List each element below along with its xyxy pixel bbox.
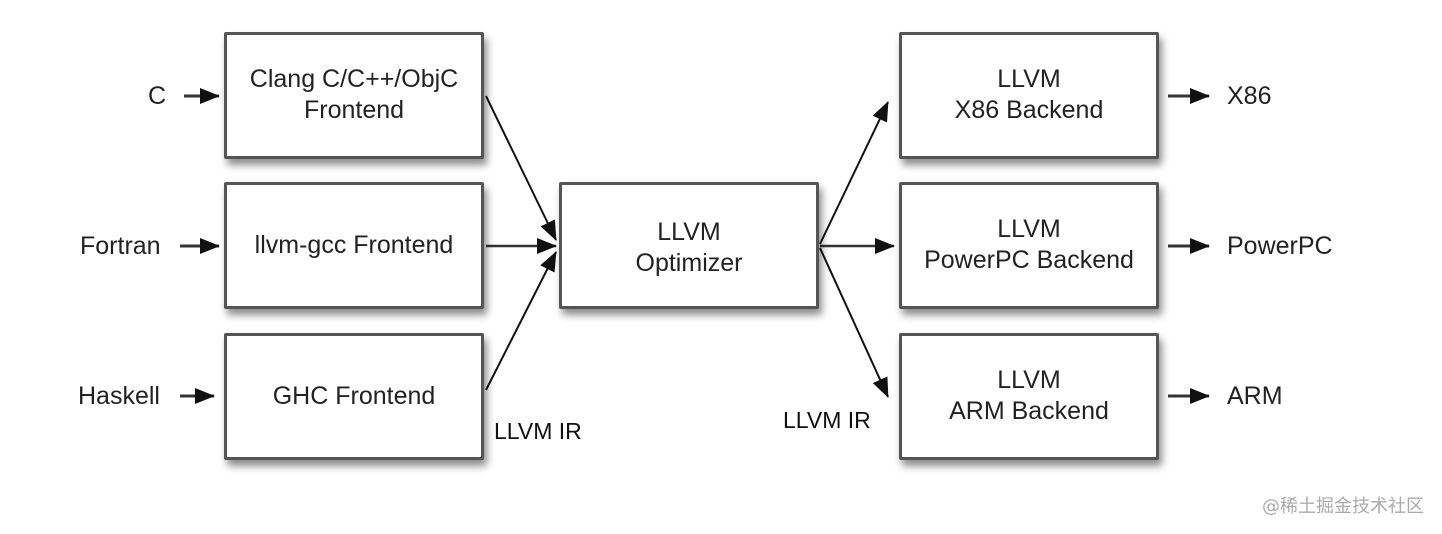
backend-title: LLVM <box>997 65 1061 93</box>
input-label-c: C <box>148 82 167 110</box>
frontend-title: Clang C/C++/ObjC <box>249 65 459 93</box>
backend-title: LLVM <box>997 366 1061 394</box>
backend-subtitle: ARM Backend <box>949 397 1109 425</box>
backend-subtitle: PowerPC Backend <box>924 246 1134 274</box>
output-label-powerpc: PowerPC <box>1227 232 1333 260</box>
frontend-subtitle: Frontend <box>303 96 405 124</box>
backend-box-x86: LLVM X86 Backend <box>899 32 1159 159</box>
output-label-x86: X86 <box>1227 82 1272 110</box>
frontend-title: GHC Frontend <box>272 382 436 410</box>
arrow-ghc-to-optimizer <box>485 251 557 391</box>
input-label-fortran: Fortran <box>80 232 161 260</box>
backend-box-powerpc: LLVM PowerPC Backend <box>899 182 1159 309</box>
optimizer-box: LLVM Optimizer <box>559 182 819 309</box>
watermark: @稀土掘金技术社区 <box>1262 496 1424 517</box>
backend-box-arm: LLVM ARM Backend <box>899 333 1159 460</box>
frontend-box-ghc: GHC Frontend <box>224 333 484 460</box>
optimizer-subtitle: Optimizer <box>635 249 743 277</box>
optimizer-title: LLVM <box>657 218 721 246</box>
input-label-haskell: Haskell <box>78 382 160 410</box>
output-label-arm: ARM <box>1227 382 1283 410</box>
backend-subtitle: X86 Backend <box>954 96 1104 124</box>
backend-title: LLVM <box>997 215 1061 243</box>
arrow-optimizer-to-x86 <box>819 101 889 245</box>
frontend-title: llvm-gcc Frontend <box>254 231 454 259</box>
ir-label-left: LLVM IR <box>494 418 582 444</box>
ir-label-right: LLVM IR <box>783 407 871 433</box>
arrow-optimizer-to-arm <box>819 247 889 398</box>
frontend-box-llvm-gcc: llvm-gcc Frontend <box>224 182 484 309</box>
arrow-clang-to-optimizer <box>485 95 557 241</box>
frontend-box-clang: Clang C/C++/ObjC Frontend <box>224 32 484 159</box>
